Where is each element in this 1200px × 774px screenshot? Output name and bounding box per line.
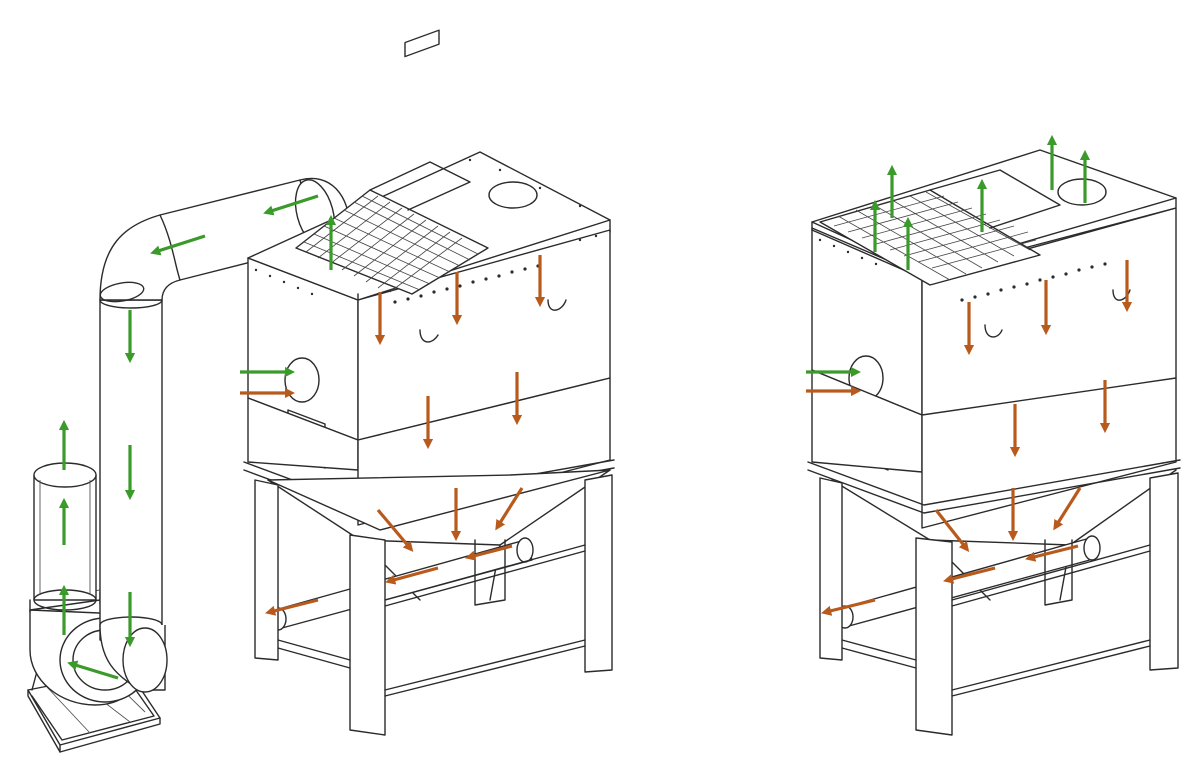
left-system-assembly (27, 29, 615, 753)
clean-air-arrows (58, 194, 337, 680)
hook-bracket-right (1112, 289, 1131, 301)
hook-bracket (547, 299, 567, 311)
dust-air-arrows-right (806, 260, 1133, 616)
roof-outlet (488, 181, 538, 209)
support-stand-right (819, 472, 1179, 736)
screw-conveyor (269, 537, 534, 631)
collector-middle-band-right (807, 369, 1181, 529)
vertical-return-duct (99, 291, 168, 693)
support-stand (254, 474, 613, 736)
hook-bracket (419, 329, 439, 343)
roof-outlet-right (1057, 178, 1107, 206)
right-collector-assembly (806, 134, 1181, 736)
hook-bracket-right (984, 324, 1003, 338)
filter-grid (295, 29, 489, 295)
clean-air-arrows-right (806, 134, 1091, 378)
inlet-port (284, 357, 320, 403)
rivets-right (818, 238, 1107, 302)
dust-air-arrows (240, 255, 546, 616)
